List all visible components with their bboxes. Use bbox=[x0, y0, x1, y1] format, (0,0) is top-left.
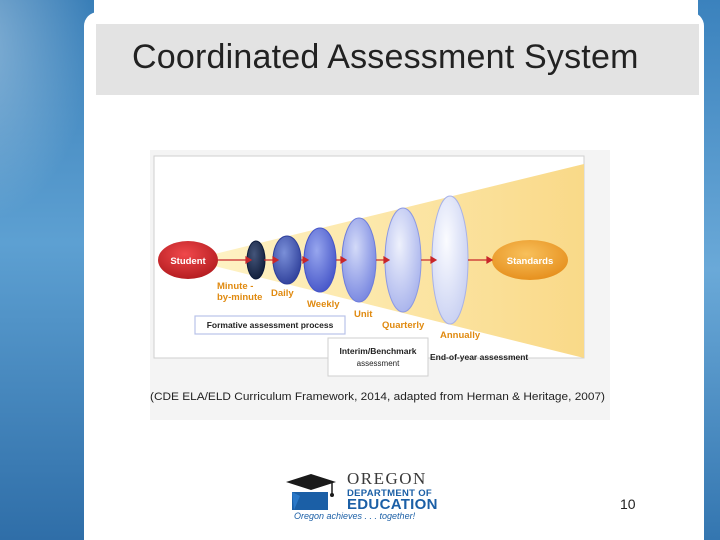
interim-label-box bbox=[327, 337, 429, 377]
citation-text: (CDE ELA/ELD Curriculum Framework, 2014,… bbox=[150, 391, 605, 403]
student-label: Student bbox=[170, 256, 206, 267]
formative-process-label: Formative assessment process bbox=[207, 320, 334, 330]
logo-org-text: OREGON bbox=[347, 469, 427, 488]
logo-dept-text: DEPARTMENT OF bbox=[347, 488, 432, 499]
interim-label-line1: Interim/Benchmark bbox=[340, 346, 417, 356]
logo-tagline: Oregon achieves . . . together! bbox=[294, 511, 416, 521]
assessment-diagram: Student Standards Minute - by-minute Dai… bbox=[150, 155, 605, 403]
title-bar bbox=[96, 24, 699, 95]
slide-title: Coordinated Assessment System bbox=[132, 38, 639, 76]
interim-label-line2: assessment bbox=[357, 359, 400, 368]
logo-edu-text: EDUCATION bbox=[347, 496, 438, 513]
formative-label-box bbox=[194, 315, 346, 335]
standards-node bbox=[492, 240, 568, 280]
flow-arrows bbox=[218, 255, 494, 265]
oregon-logo bbox=[286, 474, 336, 510]
stage-ellipse-annually bbox=[431, 195, 469, 325]
standards-label: Standards bbox=[507, 256, 553, 267]
stage-label-annually: Annually bbox=[440, 330, 481, 341]
stage-label-daily: Daily bbox=[271, 288, 294, 299]
left-decorative-border bbox=[0, 0, 94, 540]
end-of-year-label: End-of-year assessment bbox=[430, 352, 528, 362]
stage-label-by-minute: by-minute bbox=[217, 292, 262, 303]
stage-ellipse-quarterly bbox=[384, 207, 422, 313]
oregon-state-icon bbox=[286, 474, 336, 510]
page-number: 10 bbox=[620, 496, 636, 512]
stage-label-minute: Minute - bbox=[217, 281, 253, 292]
student-node bbox=[158, 241, 218, 279]
stage-label-quarterly: Quarterly bbox=[382, 320, 425, 331]
stage-label-weekly: Weekly bbox=[307, 299, 340, 310]
stage-label-unit: Unit bbox=[354, 309, 373, 320]
